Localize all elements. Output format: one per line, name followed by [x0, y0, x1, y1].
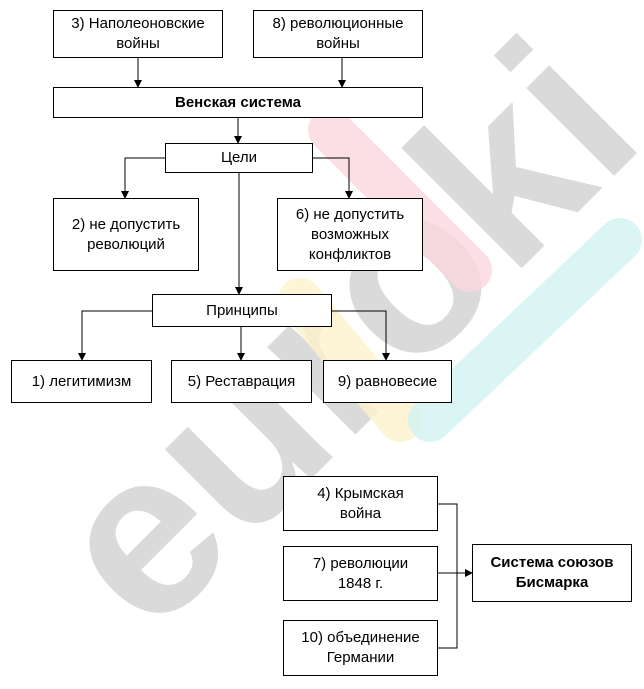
principles-box: Принципы [152, 294, 332, 327]
revolutionary-wars-box: 8) революционные войны [253, 10, 423, 58]
bismarck-alliances-box: Система союзов Бисмарка [472, 544, 632, 602]
arrow-goals-to-no-conflicts [313, 157, 353, 199]
goal-no-conflicts-box: 6) не допустить возможных конфликтов [277, 198, 423, 271]
revolutions-1848-box: 7) революции 1848 г. [283, 546, 438, 601]
bracket-causes [438, 503, 458, 649]
arrow-goals-to-no-revolutions [121, 157, 165, 199]
principle-restoration-box: 5) Реставрация [171, 360, 312, 403]
vienna-system-box: Венская система [53, 87, 423, 118]
principle-legitimism-box: 1) легитимизм [11, 360, 152, 403]
goals-box: Цели [165, 143, 313, 173]
arrow-principles-to-legitimism [78, 310, 152, 361]
german-unification-box: 10) объединение Германии [283, 620, 438, 676]
napoleonic-wars-box: 3) Наполеоновские войны [53, 10, 223, 58]
goal-no-revolutions-box: 2) не допустить революций [53, 198, 199, 271]
crimean-war-box: 4) Крымская война [283, 476, 438, 531]
watermark-cyan-stroke [408, 218, 642, 442]
arrow-principles-to-balance [332, 310, 390, 361]
principle-balance-box: 9) равновесие [323, 360, 452, 403]
